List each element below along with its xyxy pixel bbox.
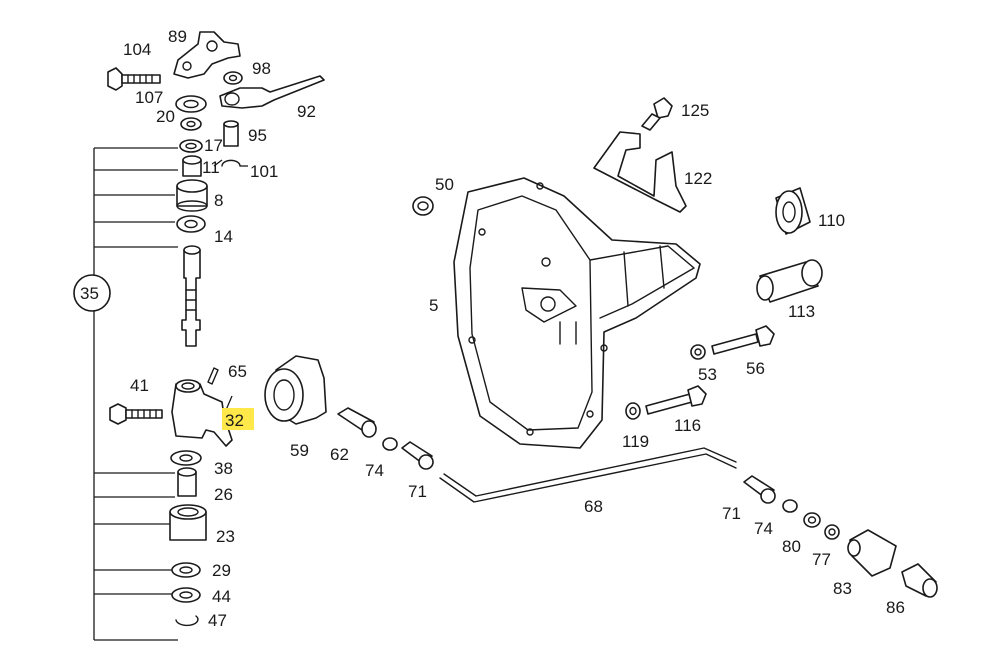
part-47-circlip[interactable] bbox=[175, 615, 199, 627]
label-38[interactable]: 38 bbox=[214, 459, 233, 478]
label-68[interactable]: 68 bbox=[584, 497, 603, 516]
label-122[interactable]: 122 bbox=[684, 169, 712, 188]
part-29-ring[interactable] bbox=[171, 562, 201, 578]
label-125[interactable]: 125 bbox=[681, 101, 709, 120]
label-5[interactable]: 5 bbox=[429, 296, 438, 315]
shift-shaft[interactable] bbox=[181, 245, 201, 347]
label-71-upper[interactable]: 71 bbox=[408, 482, 427, 501]
part-122-bracket[interactable] bbox=[593, 131, 687, 213]
label-56[interactable]: 56 bbox=[746, 359, 765, 378]
label-113[interactable]: 113 bbox=[788, 302, 815, 321]
part-119-washer[interactable] bbox=[625, 402, 641, 420]
part-59-release-bearing[interactable] bbox=[264, 355, 327, 425]
part-26-bushing[interactable] bbox=[177, 467, 197, 497]
label-62[interactable]: 62 bbox=[330, 445, 349, 464]
label-86[interactable]: 86 bbox=[886, 598, 905, 617]
part-5-bell-housing[interactable] bbox=[453, 177, 701, 449]
label-20[interactable]: 20 bbox=[156, 107, 175, 126]
part-74b-seal[interactable] bbox=[782, 499, 798, 513]
part-101-clip[interactable] bbox=[221, 159, 241, 167]
part-labels: 104 89 98 107 92 20 95 17 11 101 8 14 41… bbox=[123, 27, 905, 630]
label-41[interactable]: 41 bbox=[130, 376, 149, 395]
label-74-upper[interactable]: 74 bbox=[365, 461, 384, 480]
part-38-washer[interactable] bbox=[170, 450, 202, 466]
label-116[interactable]: 116 bbox=[674, 416, 701, 435]
part-14-seal[interactable] bbox=[176, 215, 206, 233]
part-41-bolt[interactable] bbox=[109, 403, 163, 425]
part-53-nut[interactable] bbox=[690, 344, 706, 360]
label-110[interactable]: 110 bbox=[818, 211, 845, 230]
label-92[interactable]: 92 bbox=[297, 102, 316, 121]
part-110-bushing[interactable] bbox=[775, 187, 811, 235]
part-44-washer[interactable] bbox=[171, 587, 201, 603]
part-92-shift-lever[interactable] bbox=[219, 75, 325, 109]
label-47[interactable]: 47 bbox=[208, 611, 227, 630]
part-80-nut[interactable] bbox=[803, 512, 821, 528]
part-65-spring-pin[interactable] bbox=[207, 367, 219, 385]
label-77[interactable]: 77 bbox=[812, 550, 831, 569]
label-71-lower[interactable]: 71 bbox=[722, 504, 741, 523]
part-89-bracket[interactable] bbox=[173, 31, 241, 79]
label-107[interactable]: 107 bbox=[135, 88, 163, 107]
part-62-fitting[interactable] bbox=[337, 407, 377, 438]
part-83-valve[interactable] bbox=[847, 529, 897, 577]
callout-circle-35[interactable]: 35 bbox=[73, 274, 111, 312]
label-11[interactable]: 11 bbox=[202, 158, 220, 177]
label-65[interactable]: 65 bbox=[228, 362, 247, 381]
label-26[interactable]: 26 bbox=[214, 485, 233, 504]
label-23[interactable]: 23 bbox=[216, 527, 235, 546]
part-71b-fitting[interactable] bbox=[743, 475, 776, 504]
label-32[interactable]: 32 bbox=[225, 411, 244, 430]
label-119[interactable]: 119 bbox=[622, 432, 649, 451]
part-32-shift-fork[interactable] bbox=[171, 379, 233, 447]
label-59[interactable]: 59 bbox=[290, 441, 309, 460]
part-113-bushing[interactable] bbox=[756, 259, 823, 303]
highlight-32 bbox=[222, 408, 254, 430]
part-8-cup[interactable] bbox=[176, 179, 208, 212]
part-71a-fitting[interactable] bbox=[401, 441, 434, 470]
label-14[interactable]: 14 bbox=[214, 227, 233, 246]
label-29[interactable]: 29 bbox=[212, 561, 231, 580]
part-104-bolt[interactable] bbox=[107, 67, 161, 91]
part-68-pipe[interactable] bbox=[439, 447, 737, 503]
part-17-ring[interactable] bbox=[179, 139, 203, 153]
label-17[interactable]: 17 bbox=[204, 136, 223, 155]
part-20-washer[interactable] bbox=[180, 117, 202, 131]
part-116-bolt[interactable] bbox=[645, 385, 707, 415]
label-44[interactable]: 44 bbox=[212, 587, 231, 606]
part-56-bolt[interactable] bbox=[711, 325, 775, 355]
part-11-bushing[interactable] bbox=[182, 155, 202, 177]
label-101[interactable]: 101 bbox=[250, 162, 278, 181]
part-50-plug[interactable] bbox=[412, 196, 434, 216]
label-104[interactable]: 104 bbox=[123, 40, 151, 59]
part-125-bolt[interactable] bbox=[641, 97, 673, 131]
label-89[interactable]: 89 bbox=[168, 27, 187, 46]
part-77-washer[interactable] bbox=[824, 524, 840, 540]
part-95-pin[interactable] bbox=[223, 120, 239, 147]
leader-lines bbox=[213, 159, 248, 411]
part-107-washer[interactable] bbox=[175, 95, 207, 113]
part-86-nipple[interactable] bbox=[901, 563, 938, 598]
part-98-nut[interactable] bbox=[223, 71, 243, 85]
part-23-cup[interactable] bbox=[169, 504, 207, 541]
label-98[interactable]: 98 bbox=[252, 59, 271, 78]
callout-35-text: 35 bbox=[80, 284, 99, 303]
label-53[interactable]: 53 bbox=[698, 365, 717, 384]
label-83[interactable]: 83 bbox=[833, 579, 852, 598]
label-80[interactable]: 80 bbox=[782, 537, 801, 556]
label-8[interactable]: 8 bbox=[214, 191, 223, 210]
label-74-lower[interactable]: 74 bbox=[754, 519, 773, 538]
label-50[interactable]: 50 bbox=[435, 175, 454, 194]
part-74a-seal[interactable] bbox=[382, 437, 398, 451]
label-95[interactable]: 95 bbox=[248, 126, 267, 145]
